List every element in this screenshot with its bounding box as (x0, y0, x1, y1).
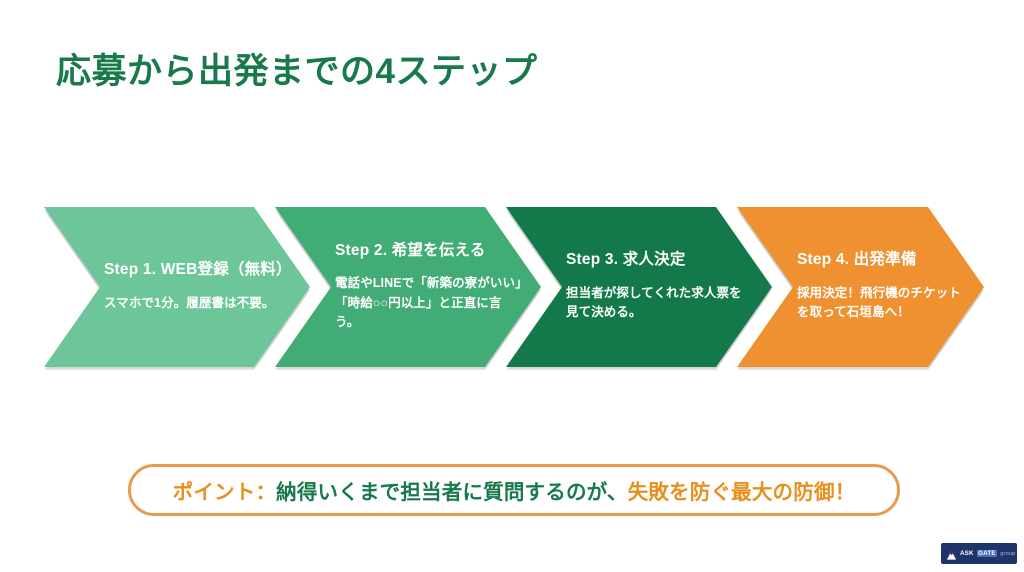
step-2-chevron[interactable]: Step 2. 希望を伝える 電話やLINEで「新築の寮がいい」「時給○○円以上… (275, 207, 541, 367)
step-2-body: 電話やLINEで「新築の寮がいい」「時給○○円以上」と正直に言う。 (335, 276, 522, 329)
point-banner: ポイント：納得いくまで担当者に質問するのが、失敗を防ぐ最大の防御！ (128, 464, 900, 516)
step-1-content: Step 1. WEB登録（無料） スマホで1分。履歴書は不要。 (104, 207, 292, 367)
step-1-title: Step 1. WEB登録（無料） (104, 261, 292, 279)
step-4-content: Step 4. 出発準備 採用決定！飛行機のチケットを取って石垣島へ！ (797, 207, 966, 367)
step-3-content: Step 3. 求人決定 担当者が探してくれた求人票を見て決める。 (566, 207, 754, 367)
steps-flow: Step 1. WEB登録（無料） スマホで1分。履歴書は不要。 Step 2.… (44, 207, 984, 367)
step-4-body: 採用決定！飛行機のチケットを取って石垣島へ！ (797, 285, 961, 320)
logo-text-group: group (1000, 550, 1016, 557)
logo-text-gate: GATE (976, 550, 998, 557)
step-1-chevron[interactable]: Step 1. WEB登録（無料） スマホで1分。履歴書は不要。 (44, 207, 310, 367)
brand-logo: ASK GATE group (941, 543, 1017, 564)
logo-text-ask: ASK (960, 550, 974, 557)
step-3-title: Step 3. 求人決定 (566, 251, 686, 269)
point-text-middle: 納得いくまで担当者に質問するのが、 (276, 481, 628, 504)
step-3-body: 担当者が探してくれた求人票を見て決める。 (566, 285, 742, 320)
page-title: 応募から出発までの4ステップ (56, 52, 538, 91)
point-label-prefix: ポイント： (172, 481, 277, 504)
point-text-emphasis: 失敗を防ぐ最大の防御！ (627, 481, 856, 504)
step-4-title: Step 4. 出発準備 (797, 251, 917, 269)
step-2-content: Step 2. 希望を伝える 電話やLINEで「新築の寮がいい」「時給○○円以上… (335, 207, 523, 367)
mountain-icon (946, 548, 957, 560)
step-1-body: スマホで1分。履歴書は不要。 (104, 295, 275, 310)
point-banner-text: ポイント：納得いくまで担当者に質問するのが、失敗を防ぐ最大の防御！ (173, 475, 856, 505)
step-2-title: Step 2. 希望を伝える (335, 241, 486, 259)
step-4-chevron[interactable]: Step 4. 出発準備 採用決定！飛行機のチケットを取って石垣島へ！ (737, 207, 984, 367)
step-3-chevron[interactable]: Step 3. 求人決定 担当者が探してくれた求人票を見て決める。 (506, 207, 772, 367)
